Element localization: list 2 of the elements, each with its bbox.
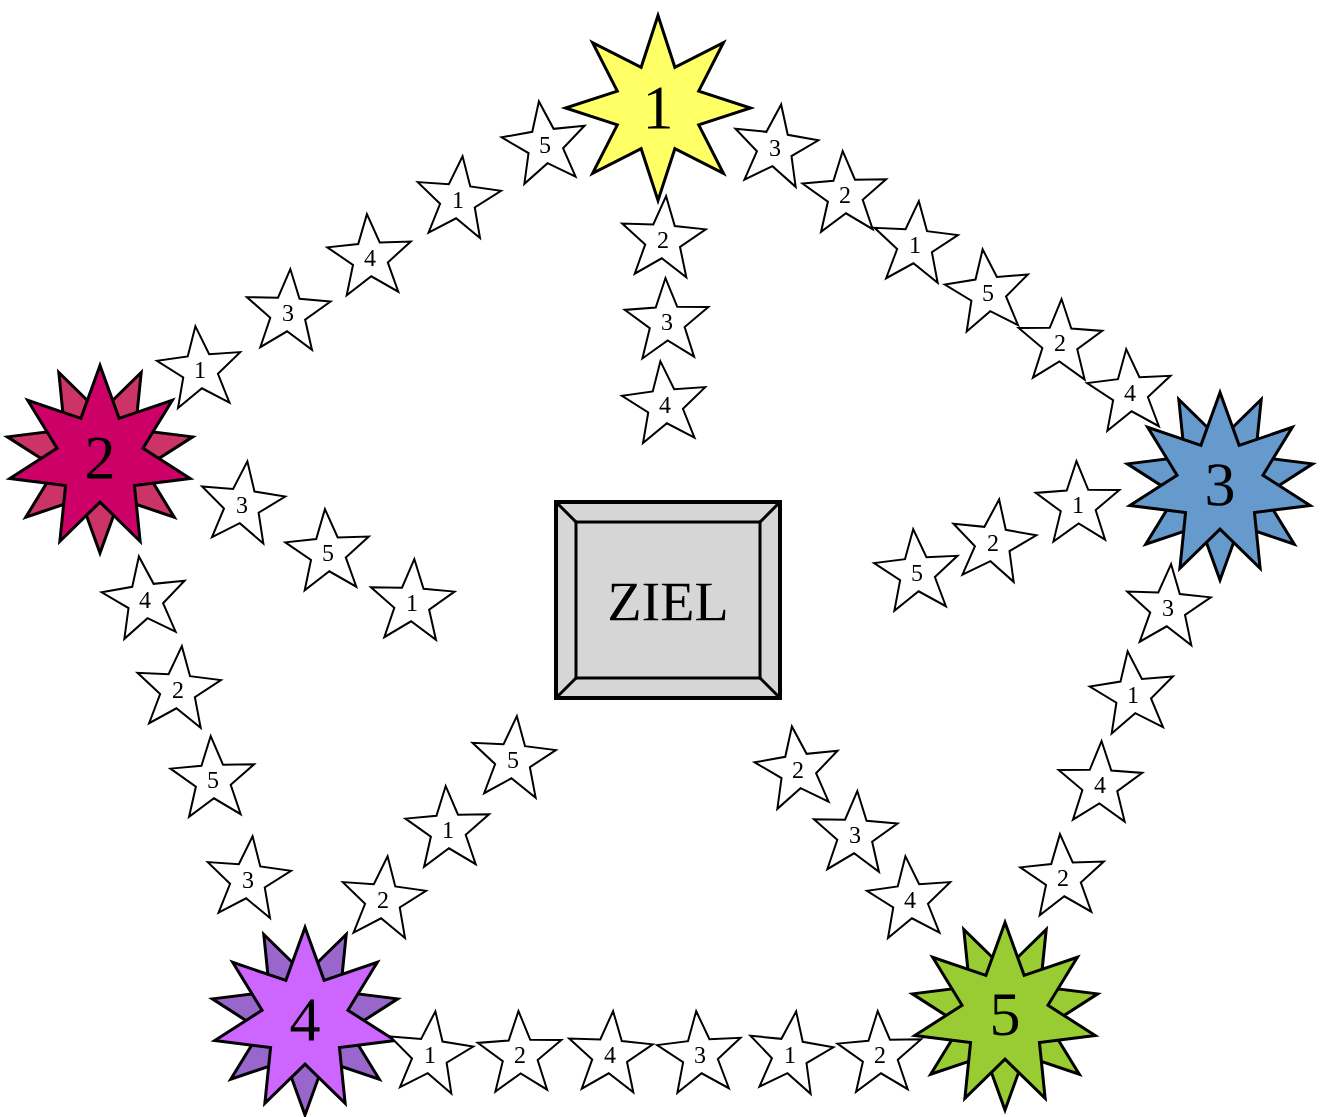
node-label: 1 (426, 1047, 435, 1063)
goal-box: ZIEL (554, 500, 782, 700)
